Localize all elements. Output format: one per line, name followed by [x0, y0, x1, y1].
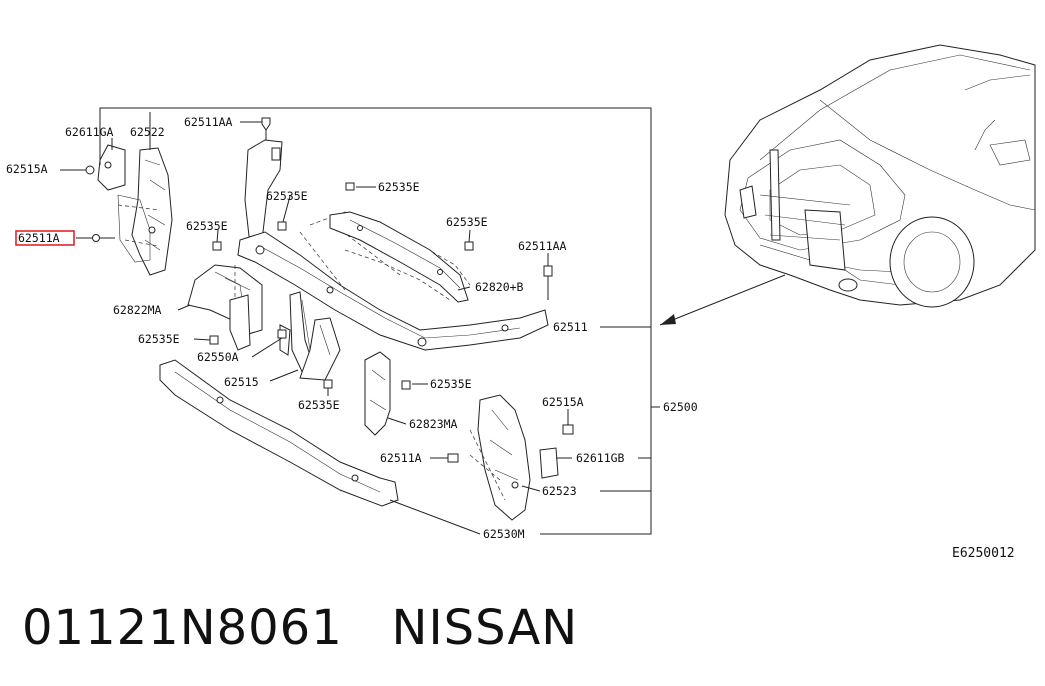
callout-62535E-e[interactable]: 62535E	[446, 215, 488, 229]
callout-62515A-right[interactable]: 62515A	[542, 395, 584, 409]
bracket-62550A[interactable]	[229, 294, 251, 351]
left-fasteners	[60, 112, 151, 242]
callout-62511A-right[interactable]: 62511A	[380, 451, 422, 465]
callout-62611GB[interactable]: 62611GB	[576, 451, 625, 465]
callout-62535E-b[interactable]: 62535E	[378, 180, 420, 194]
callout-62823MA[interactable]: 62823MA	[409, 417, 458, 431]
callout-62550A[interactable]: 62550A	[197, 350, 239, 364]
callout-62511AA-top[interactable]: 62511AA	[184, 115, 233, 129]
callout-62535E-g[interactable]: 62535E	[430, 377, 472, 391]
part-number: 01121N8061	[22, 600, 343, 656]
leader-lines	[177, 121, 572, 492]
callout-62820B[interactable]: 62820+B	[475, 280, 524, 294]
callout-62511A-left[interactable]: 62511A	[18, 231, 60, 245]
bumper-reinforcement[interactable]	[159, 359, 481, 535]
assembly-bracket-lines	[99, 107, 660, 535]
highlight-box	[15, 230, 75, 246]
callout-62515[interactable]: 62515	[224, 375, 259, 389]
footer-caption: 01121N8061 NISSAN	[22, 600, 578, 656]
brand-name: NISSAN	[391, 600, 579, 656]
callout-62515A-left[interactable]: 62515A	[6, 162, 48, 176]
callout-62511[interactable]: 62511	[553, 320, 588, 334]
clip-fasteners	[209, 117, 574, 463]
callout-62535E-f[interactable]: 62535E	[298, 398, 340, 412]
left-side-bracket[interactable]	[97, 144, 173, 276]
callout-62535E-d[interactable]: 62535E	[186, 219, 228, 233]
vehicle-overview	[659, 44, 1036, 326]
callout-62511AA-right[interactable]: 62511AA	[518, 239, 567, 253]
callout-62822MA[interactable]: 62822MA	[113, 303, 162, 317]
right-side-bracket[interactable]	[469, 394, 559, 521]
callout-62500[interactable]: 62500	[663, 400, 698, 414]
left-air-guide[interactable]	[187, 264, 263, 336]
callout-62535E-a[interactable]: 62535E	[138, 332, 180, 346]
hood-lock-support[interactable]	[329, 211, 469, 303]
callout-62530M[interactable]: 62530M	[483, 527, 525, 541]
callout-62522[interactable]: 62522	[130, 125, 165, 139]
callout-62535E-c[interactable]: 62535E	[266, 189, 308, 203]
callout-62523[interactable]: 62523	[542, 484, 577, 498]
diagram-code: E6250012	[952, 546, 1015, 561]
callout-labels: 62611GA 62522 62515A 62511A 62511AA 6253…	[6, 115, 698, 541]
right-air-guide[interactable]	[364, 351, 391, 436]
center-stay-62515[interactable]	[279, 291, 341, 381]
callout-62611GA[interactable]: 62611GA	[65, 125, 114, 139]
